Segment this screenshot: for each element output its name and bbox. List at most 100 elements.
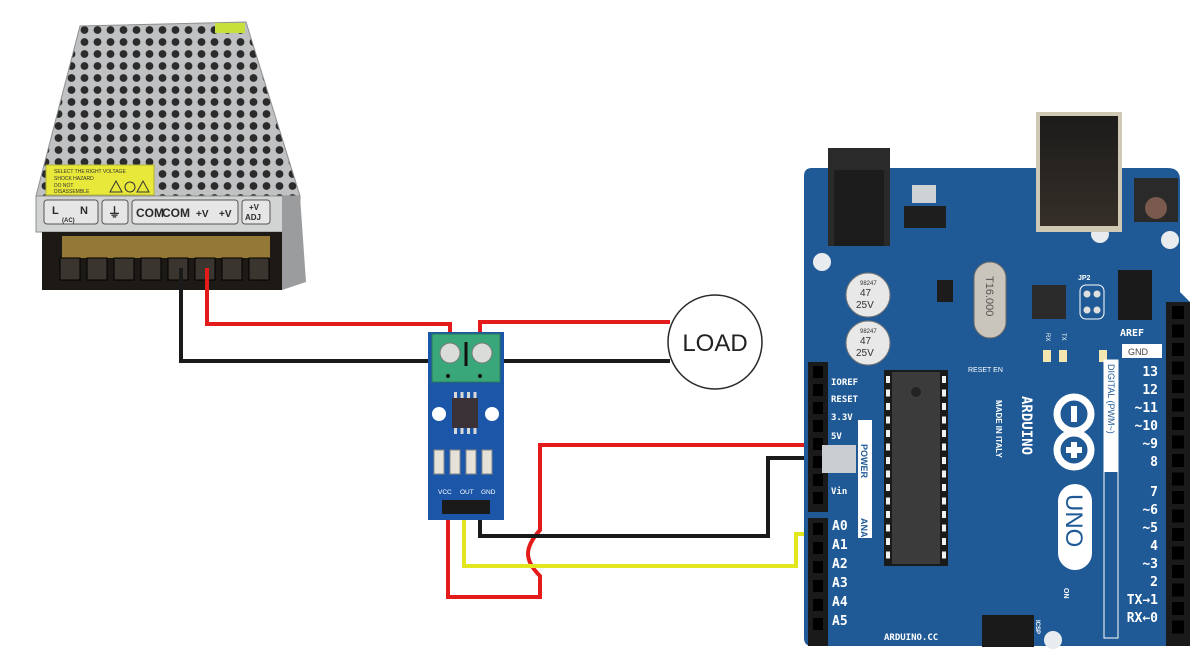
digital-header-socket[interactable] — [1172, 417, 1184, 430]
pin-label-digital: TX→1 — [1127, 593, 1158, 608]
crystal-oscillator — [973, 261, 1007, 339]
dip-pin — [942, 484, 946, 491]
digital-header-socket[interactable] — [1172, 324, 1184, 338]
rx-led — [1043, 350, 1051, 362]
terminal-screw-2 — [471, 342, 493, 364]
analog-header-socket[interactable] — [813, 618, 823, 630]
digital-section-title: DIGITAL (PWM~) — [1106, 364, 1116, 434]
power-header-socket[interactable] — [813, 402, 823, 414]
dip-pin — [942, 443, 946, 451]
pin-label-digital: RX←0 — [1127, 611, 1158, 626]
analog-header-socket[interactable] — [813, 542, 823, 554]
crystal-label: T16.000 — [983, 276, 995, 316]
pin-label-vcc: VCC — [438, 489, 452, 496]
digital-header-socket[interactable] — [1172, 546, 1184, 560]
arduino-brand-label: ARDUINO — [1018, 396, 1034, 455]
pin-label-digital: 8 — [1150, 455, 1158, 470]
reset-button-cap[interactable] — [1145, 197, 1167, 219]
warning-line-4: DISASSEMBLE — [54, 189, 90, 195]
power-header-socket[interactable] — [813, 456, 823, 468]
tx-led — [1059, 350, 1067, 362]
wire-psu-common — [179, 268, 432, 363]
pin-label-digital: 2 — [1150, 575, 1158, 590]
pin-label-ioref: IOREF — [831, 378, 858, 388]
digital-header-socket[interactable] — [1172, 583, 1184, 597]
terminal-screw — [248, 257, 270, 281]
power-header-socket[interactable] — [813, 384, 823, 396]
power-section-title: POWER — [859, 444, 869, 479]
power-header-socket[interactable] — [813, 420, 823, 432]
analog-section-title: ANALOG IN — [859, 518, 869, 569]
op-amp-chip — [937, 280, 953, 302]
jp2-pads — [1079, 284, 1105, 320]
pin-label-digital: ~3 — [1142, 557, 1158, 572]
smd-resistor — [449, 449, 461, 475]
digital-header-socket[interactable] — [1172, 306, 1184, 319]
hazard-triangle-icon — [109, 179, 123, 193]
analog-header-socket[interactable] — [813, 580, 823, 592]
digital-header-socket[interactable] — [1172, 602, 1184, 615]
atmega328-chip — [892, 372, 940, 564]
capacitor-text: 25V — [856, 348, 874, 359]
dip-pin — [942, 389, 946, 397]
digital-header-socket[interactable] — [1172, 491, 1184, 504]
dip-pin — [886, 470, 890, 478]
analog-header-socket[interactable] — [813, 523, 823, 535]
warning-line-1: SELECT THE RIGHT VOLTAGE — [54, 169, 126, 175]
analog-header-socket[interactable] — [813, 561, 823, 573]
on-led-label: ON — [1062, 588, 1069, 599]
pin-label-reset: RESET — [831, 395, 859, 405]
digital-header-socket[interactable] — [1172, 343, 1184, 356]
dip-pin — [942, 470, 946, 478]
dip-pin — [942, 511, 946, 518]
digital-header-socket[interactable] — [1172, 509, 1184, 523]
mount-hole-left — [432, 407, 446, 421]
reset-button-label: RESET — [1137, 163, 1157, 169]
digital-header-socket[interactable] — [1172, 528, 1184, 541]
pin-label-digital: 12 — [1142, 383, 1158, 398]
capacitor-text: 98247 — [860, 281, 877, 287]
digital-header-socket[interactable] — [1172, 565, 1184, 578]
no-disassemble-icon — [124, 181, 136, 193]
pin-label-digital: ~9 — [1142, 437, 1158, 452]
pin-label-33v: 3.3V — [831, 413, 853, 423]
digital-header-socket[interactable] — [1172, 620, 1184, 634]
tx-led-label: TX — [1060, 333, 1066, 341]
terminal-screw — [86, 257, 108, 281]
voltage-regulator — [904, 206, 946, 228]
digital-header-socket[interactable] — [1172, 472, 1184, 486]
wire-psu-positive — [205, 268, 452, 334]
power-header-socket[interactable] — [813, 474, 823, 486]
icsp-header-usb — [1118, 270, 1152, 320]
rx-led-label: RX — [1044, 333, 1050, 341]
l-led — [1099, 350, 1107, 362]
dip-pin — [942, 538, 946, 545]
digital-header-socket[interactable] — [1172, 380, 1184, 393]
digital-header-socket[interactable] — [1172, 398, 1184, 412]
chip-leg — [460, 428, 464, 434]
capacitor-2: 98247 47 25V — [845, 320, 891, 366]
digital-header-socket[interactable] — [1172, 435, 1184, 449]
digital-header-socket[interactable] — [1172, 454, 1184, 467]
analog-header-socket[interactable] — [813, 599, 823, 611]
capacitor-1: 98247 47 25V — [845, 272, 891, 318]
power-supply: SELECT THE RIGHT VOLTAGE SHOCK HAZARD DO… — [35, 21, 306, 290]
power-header-socket[interactable] — [813, 492, 823, 504]
power-header-socket[interactable] — [813, 366, 823, 378]
pin-label-digital: ~5 — [1142, 521, 1158, 536]
pin-label-a5: A5 — [832, 614, 848, 629]
psu-warning-label: SELECT THE RIGHT VOLTAGE SHOCK HAZARD DO… — [45, 164, 155, 196]
digital-header-socket[interactable] — [1172, 361, 1184, 375]
warning-line-3: DO NOT — [54, 183, 73, 189]
mount-hole — [1044, 631, 1062, 649]
adj-label-top: +V — [249, 203, 260, 212]
wire-sensor-to-load — [478, 320, 670, 334]
wires — [179, 268, 822, 599]
dip-pin — [942, 416, 946, 424]
aref-label: AREF — [1120, 328, 1144, 339]
power-header-socket[interactable] — [813, 438, 823, 450]
terminal-label-n: N — [80, 205, 88, 217]
icsp-header — [982, 615, 1034, 647]
pin-label-digital: ~10 — [1135, 419, 1159, 434]
smd-resistor — [481, 449, 493, 475]
